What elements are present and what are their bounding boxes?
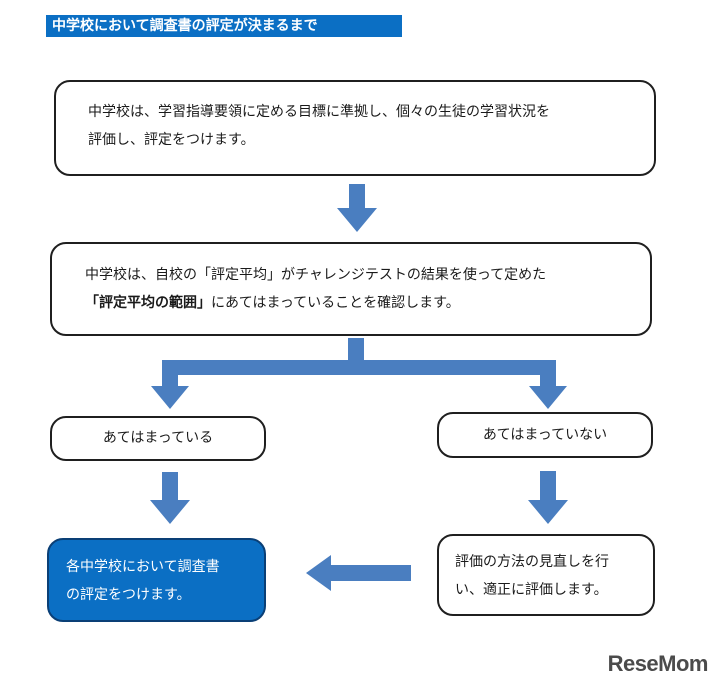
step-evaluate-box: 中学校は、学習指導要領に定める目標に準拠し、個々の生徒の学習状況を 評価し、評定… [54, 80, 656, 176]
step-text-line: 「評定平均の範囲」にあてはまっていることを確認します。 [85, 289, 650, 317]
step-text-line: の評定をつけます。 [66, 587, 191, 603]
step-text-line: 評価し、評定をつけます。 [88, 132, 255, 148]
resemom-logo: ReseMom [607, 651, 709, 676]
down-arrow-icon [528, 471, 568, 524]
step-text-line: 中学校は、学習指導要領に定める目標に準拠し、個々の生徒の学習状況を [88, 104, 550, 120]
step-text-line: 各中学校において調査書 [66, 559, 220, 575]
result-box: 各中学校において調査書 の評定をつけます。 [47, 538, 266, 622]
step-text-rest: にあてはまっていることを確認します。 [211, 295, 460, 311]
page-title: 中学校において調査書の評定が決まるまで [46, 15, 402, 37]
left-arrow-icon [306, 555, 411, 591]
step-text-line: い、適正に評価します。 [455, 582, 608, 598]
step-text-line: 中学校は、自校の「評定平均」がチャレンジテストの結果を使って定めた [85, 267, 547, 283]
down-arrow-icon [150, 472, 190, 524]
not-fits-box: あてはまっていない [437, 412, 653, 458]
step-text-line: 評価の方法の見直しを行 [455, 554, 609, 570]
step-confirm-box: 中学校は、自校の「評定平均」がチャレンジテストの結果を使って定めた 「評定平均の… [50, 242, 652, 336]
range-emphasis: 「評定平均の範囲」 [85, 295, 211, 311]
down-arrow-icon [337, 184, 377, 232]
review-box: 評価の方法の見直しを行 い、適正に評価します。 [437, 534, 655, 616]
fits-box: あてはまっている [50, 416, 266, 461]
split-arrow-icon [151, 338, 567, 409]
